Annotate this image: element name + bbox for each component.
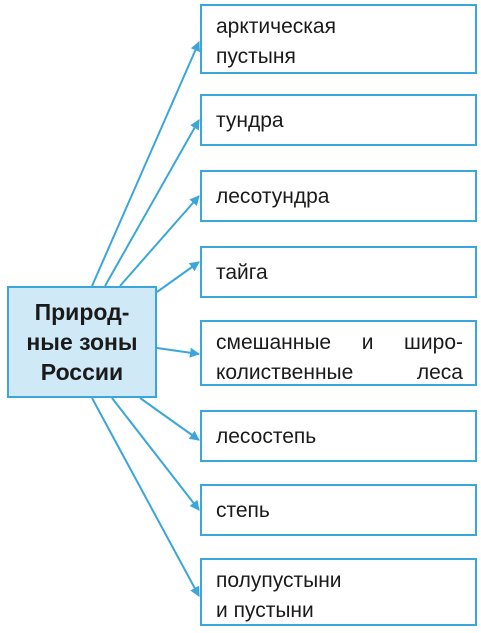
zone-box-mixed-forests: смешанные и широ- колиственные леса [200, 320, 477, 386]
zone-semi-deserts-line-2: и пустыни [216, 599, 314, 622]
zone-box-forest-tundra: лесотундра [200, 170, 477, 222]
natural-zones-russia-label: Природ- ные зоны России [26, 297, 137, 387]
arrow-to-semi-deserts [91, 397, 200, 597]
zone-box-taiga: тайга [200, 246, 477, 298]
zone-tundra-line-1: тундра [216, 109, 284, 132]
zone-mixed-forests-line-2: колиственные леса [216, 361, 463, 384]
zone-box-semi-deserts: полупустыни и пустыни [200, 558, 477, 626]
zone-box-tundra: тундра [200, 94, 477, 146]
zone-semi-deserts-line-1: полупустыни [216, 569, 342, 592]
arrow-to-arctic-desert [91, 41, 200, 287]
source-line-2: ные зоны [26, 329, 138, 355]
zone-forest-steppe-line-1: лесостепь [216, 425, 317, 448]
arrow-to-forest-steppe [139, 397, 200, 441]
source-line-3: России [40, 359, 124, 385]
source-line-1: Природ- [34, 299, 130, 325]
zone-mixed-forests-line-1: смешанные и широ- [216, 331, 463, 354]
zone-arctic-desert-line-1: арктическая [216, 15, 336, 38]
zone-steppe-line-1: степь [216, 499, 270, 522]
arrow-to-mixed-forests [156, 347, 200, 358]
arrow-to-forest-tundra [119, 195, 200, 287]
natural-zones-russia-box: Природ- ные зоны России [7, 286, 157, 398]
zone-arctic-desert-line-2: пустыня [216, 45, 296, 68]
arrow-to-tundra [104, 119, 200, 287]
zone-taiga-line-1: тайга [216, 261, 268, 284]
arrow-to-steppe [111, 397, 200, 511]
zone-box-steppe: степь [200, 484, 477, 536]
zone-forest-tundra-line-1: лесотундра [216, 185, 330, 208]
zone-box-arctic-desert: арктическая пустыня [200, 4, 477, 74]
zone-box-forest-steppe: лесостепь [200, 410, 477, 462]
arrow-to-taiga [156, 261, 200, 293]
